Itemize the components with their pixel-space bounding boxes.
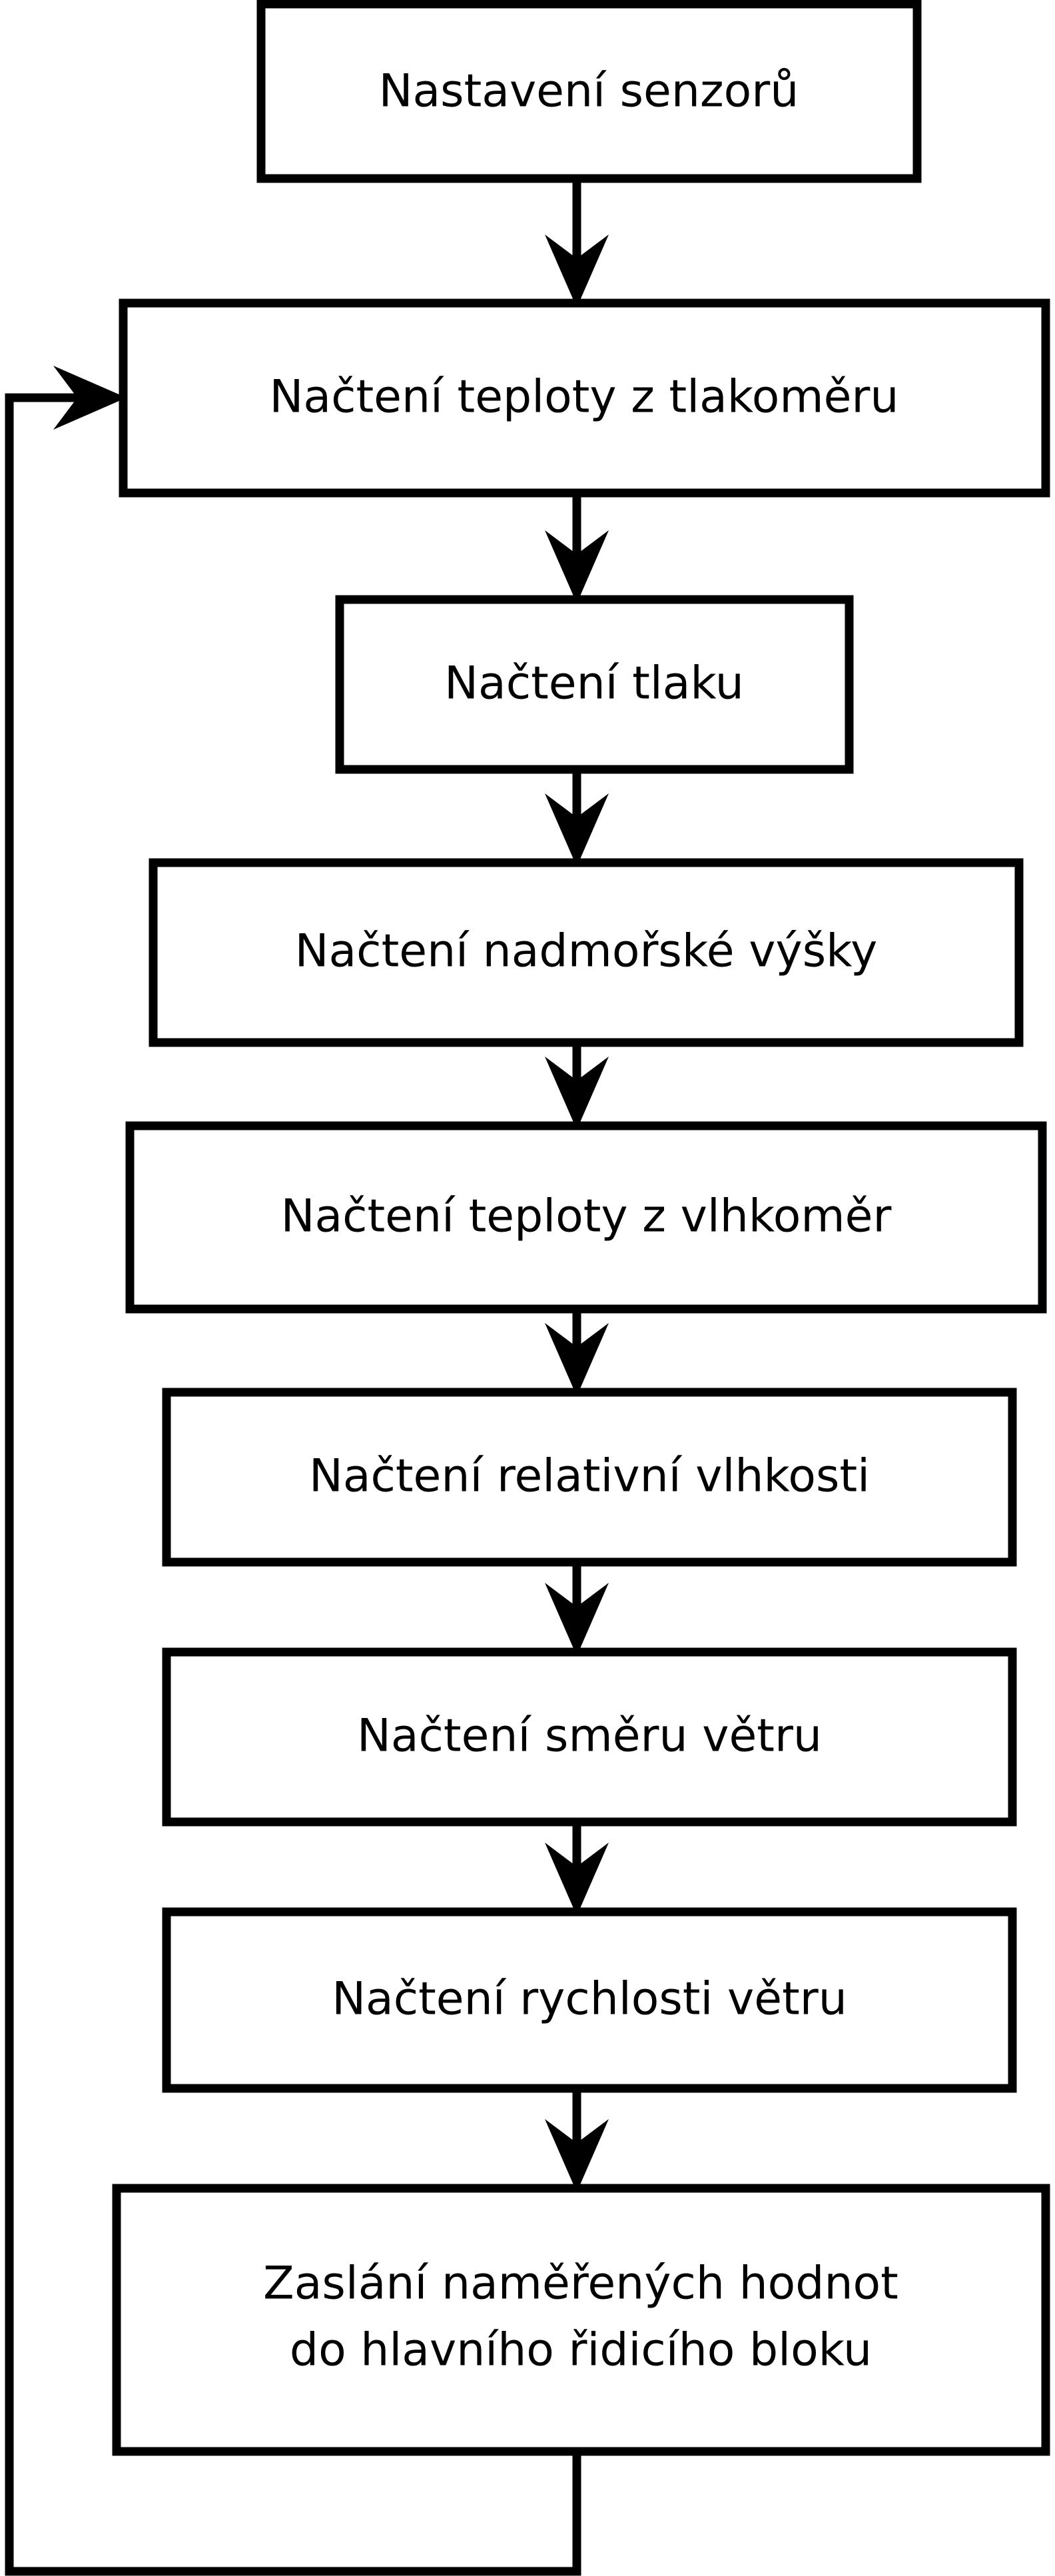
node-label-line-1: Zaslání naměřených hodnot: [263, 2258, 898, 2310]
node-nacteni-teploty-z-tlakomeru[interactable]: Načtení teploty z tlakoměru: [119, 298, 1050, 498]
arrow-head-icon: [545, 2119, 609, 2192]
arrow-head-icon: [545, 530, 609, 604]
node-label-line-1: Načtení nadmořské výšky: [295, 925, 878, 978]
node-nastaveni-senzoru[interactable]: Nastavení senzorů: [256, 0, 922, 183]
node-box[interactable]: [162, 1647, 1017, 1827]
node-label-line-2: do hlavního řidicího bloku: [290, 2324, 872, 2377]
arrow-head-icon: [53, 366, 127, 430]
node-nacteni-tlaku[interactable]: Načtení tlaku: [335, 595, 854, 774]
edge-read-temp-hygro-to-read-humidity: [545, 1309, 609, 1396]
node-box[interactable]: [112, 2184, 1050, 2456]
edge-polyline: [5, 393, 581, 2576]
edge-read-altitude-to-read-temp-hygro: [545, 1043, 609, 1130]
node-label-line-1: Načtení rychlosti větru: [332, 1973, 847, 2026]
arrow-head-icon: [545, 1057, 609, 1130]
node-label-line-1: Načtení relativní vlhkosti: [309, 1450, 870, 1503]
node-box[interactable]: [162, 1907, 1017, 2093]
arrow-head-icon: [545, 1583, 609, 1656]
edge-read-wind-speed-to-send-values: [545, 2088, 609, 2192]
node-label-line-1: Načtení tlaku: [444, 657, 744, 710]
node-label-line-1: Načtení směru větru: [357, 1710, 822, 1763]
node-box[interactable]: [162, 1388, 1017, 1567]
arrow-head-icon: [545, 1323, 609, 1396]
edge-read-humidity-to-read-wind-direction: [545, 1562, 609, 1656]
arrow-head-icon: [545, 1843, 609, 1916]
node-nacteni-relativni-vlhkosti[interactable]: Načtení relativní vlhkosti: [162, 1388, 1017, 1567]
node-box[interactable]: [149, 858, 1024, 1047]
node-nacteni-smeru-vetru[interactable]: Načtení směru větru: [162, 1647, 1017, 1827]
edge-setup-to-read-temp-baro: [545, 179, 609, 308]
node-label-line-1: Načtení teploty z vlhkoměr: [281, 1190, 892, 1243]
node-label-line-1: Nastavení senzorů: [379, 65, 799, 118]
node-box[interactable]: [125, 1121, 1047, 1314]
node-box[interactable]: [256, 0, 922, 183]
node-label-line-1: Načtení teploty z tlakoměru: [270, 371, 899, 424]
edge-read-pressure-to-read-altitude: [545, 769, 609, 867]
connectors-layer: [5, 179, 609, 2576]
node-box[interactable]: [119, 298, 1050, 498]
node-zaslani-namerenych-hodnot[interactable]: Zaslání naměřených hodnot do hlavního ři…: [112, 2184, 1050, 2456]
edge-send-values-to-read-temp-baro-feedback: [5, 366, 581, 2576]
arrow-head-icon: [545, 234, 609, 308]
node-box[interactable]: [335, 595, 854, 774]
edge-read-temp-baro-to-read-pressure: [545, 493, 609, 604]
node-nacteni-teploty-z-vlhkomer[interactable]: Načtení teploty z vlhkoměr: [125, 1121, 1047, 1314]
nodes-layer: Nastavení senzorů Načtení teploty z tlak…: [112, 0, 1050, 2456]
node-nacteni-rychlosti-vetru[interactable]: Načtení rychlosti větru: [162, 1907, 1017, 2093]
edge-read-wind-direction-to-read-wind-speed: [545, 1822, 609, 1916]
arrow-head-icon: [545, 793, 609, 867]
node-nacteni-nadmorske-vysky[interactable]: Načtení nadmořské výšky: [149, 858, 1024, 1047]
